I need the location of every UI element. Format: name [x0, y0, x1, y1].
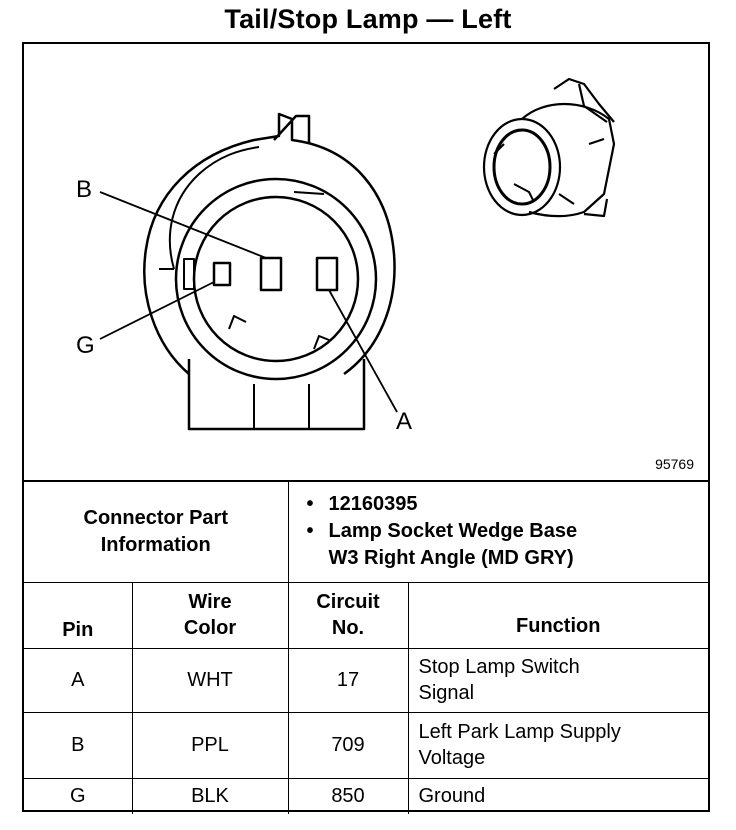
- circuit-cell: 17: [287, 647, 409, 713]
- diagram-title: Tail/Stop Lamp — Left: [224, 4, 512, 34]
- connector-body-outline: [187, 359, 366, 431]
- circuit-cell: 850: [287, 777, 409, 814]
- callout-label-g: G: [76, 332, 95, 359]
- connector-info-values: •12160395 •Lamp Socket Wedge Base W3 Rig…: [287, 482, 709, 583]
- connector-sheet: B G A 95769 Connector Part Information •…: [22, 42, 710, 814]
- connector-info-label: Connector Part Information: [24, 482, 289, 583]
- figure-number: 95769: [655, 456, 694, 472]
- terminal-a: [315, 256, 339, 292]
- wire-color-cell: WHT: [131, 647, 289, 713]
- terminal-g: [212, 261, 232, 287]
- header-pin: Pin: [24, 581, 133, 649]
- connector-pinout-table: Connector Part Information •12160395 •La…: [24, 482, 709, 814]
- pin-cell: B: [24, 711, 133, 779]
- header-function: Function: [407, 581, 709, 649]
- connector-perspective-view: [482, 77, 616, 218]
- terminal-b: [259, 256, 283, 292]
- connector-diagram-panel: B G A 95769: [24, 44, 708, 482]
- connector-shell-outline: [143, 112, 396, 376]
- connector-inner-ring: [192, 195, 360, 363]
- circuit-cell: 709: [287, 711, 409, 779]
- table-row: G BLK 850 Ground: [24, 777, 709, 814]
- connector-info-row: Connector Part Information •12160395 •La…: [24, 482, 709, 583]
- connector-description-item: •Lamp Socket Wedge Base: [306, 520, 578, 543]
- leader-line-b: [99, 191, 267, 259]
- function-cell: Ground: [407, 777, 709, 814]
- pin-cell: G: [24, 777, 133, 814]
- callout-label-b: B: [76, 176, 93, 203]
- wire-color-cell: PPL: [131, 711, 289, 779]
- leader-line-a: [328, 289, 398, 413]
- connector-outer-ring: [174, 177, 378, 381]
- connector-face-drawing: [99, 77, 616, 431]
- leader-line-g: [99, 281, 215, 340]
- pin-cell: A: [24, 647, 133, 713]
- callout-label-a: A: [396, 408, 413, 435]
- part-number-item: •12160395: [306, 493, 418, 516]
- wire-color-cell: BLK: [131, 777, 289, 814]
